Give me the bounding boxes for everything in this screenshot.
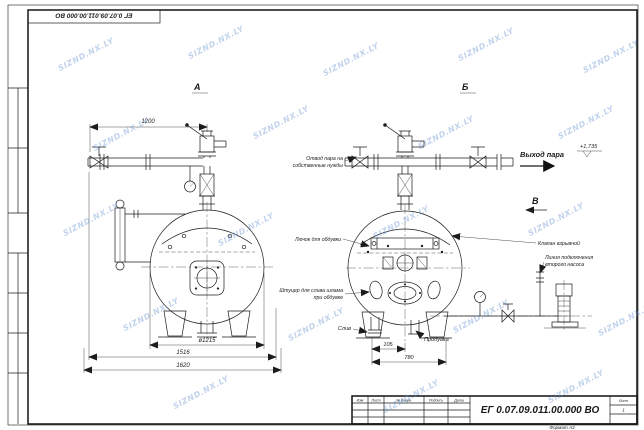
tb-code: ЕГ 0.07.09.011.00.000 ВО — [481, 405, 600, 416]
tb-col-doc: № докум. — [396, 399, 412, 403]
steam-own-label-2: собственные нужды — [293, 163, 344, 169]
explosion-valve-label: Клапан взрывной — [538, 240, 580, 247]
dim-1516: 1516 — [88, 172, 277, 361]
hatch-label: Лючок для обдувки — [294, 237, 341, 243]
tb-sheet-value: 1 — [622, 408, 625, 413]
dim-780: 780 — [371, 340, 447, 366]
dim-780-text: 780 — [404, 355, 414, 361]
level-gauge — [114, 199, 185, 271]
view-v-label: В — [532, 196, 539, 206]
corner-stamp: ЕГ 0.07.09.011.00.000 ВО — [27, 9, 161, 24]
format-label: Формат А3 — [549, 425, 575, 430]
tb-col-date: Дата — [453, 399, 463, 403]
dim-diameter-text: ø1215 — [198, 338, 216, 344]
elevation-label: +1,735 — [580, 144, 598, 150]
tb-col-sign: Подпись — [429, 399, 443, 403]
blowdown-label: Продувка — [424, 337, 449, 343]
fitting-label-1: Штуцер для слива шлама — [279, 288, 343, 294]
view-a-piping — [87, 123, 227, 210]
annotations: Выход пара +1,735 В Отвод пара на собств… — [279, 144, 602, 343]
dim-1516-text: 1516 — [176, 350, 190, 356]
vessel-a — [141, 202, 273, 341]
corner-stamp-code: ЕГ 0.07.09.011.00.000 ВО — [55, 12, 132, 19]
view-b: Б — [344, 82, 592, 366]
steam-out-label: Выход пара — [520, 150, 564, 159]
pump-line-label-1: Линия подключения — [544, 255, 593, 261]
dim-1620-text: 1620 — [176, 363, 190, 369]
dim-105: 105 — [371, 338, 406, 365]
view-b-label: Б — [462, 82, 469, 92]
view-b-piping — [344, 123, 514, 210]
vessel-b — [346, 204, 470, 343]
dim-1200-text: 1200 — [141, 119, 155, 125]
pump-line-label-2: второго насоса — [545, 262, 584, 268]
view-a: А 1200 — [83, 82, 282, 374]
drain-label: Слив — [338, 326, 351, 332]
steam-own-label-1: Отвод пара на — [306, 156, 343, 162]
dim-diameter: ø1215 — [149, 272, 265, 349]
dim-1200: 1200 — [89, 119, 208, 152]
fitting-label-2: при обдувке — [314, 295, 343, 301]
dim-105-text: 105 — [383, 342, 393, 348]
tb-sheet-label: Лист — [618, 399, 628, 403]
view-a-label: А — [193, 82, 201, 92]
pump-assembly — [430, 271, 592, 332]
title-block: Изм Лист № докум. Подпись Дата ЕГ 0.07.0… — [351, 395, 638, 430]
tb-col-izm: Изм — [357, 399, 364, 403]
dim-1620: 1620 — [83, 348, 282, 374]
sheet-frame — [7, 4, 639, 426]
tb-col-list: Лист — [370, 399, 380, 403]
